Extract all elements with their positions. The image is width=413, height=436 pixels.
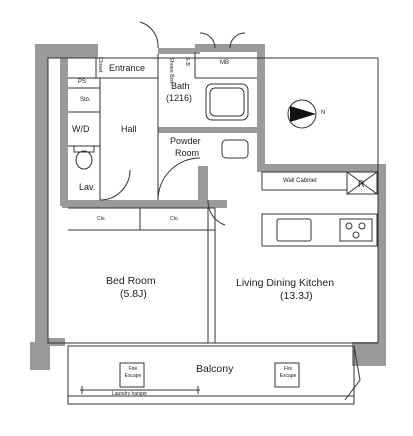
lav-label: Lav. bbox=[79, 182, 96, 192]
fire-escape-label-1a: Fire bbox=[128, 366, 138, 372]
shoes-box-label: Shoes Box bbox=[168, 57, 175, 84]
fire-escape-label-1b: Escape bbox=[124, 373, 142, 379]
powder-room-label-1: Powder bbox=[170, 136, 201, 146]
ldk-size: (13.3J) bbox=[280, 290, 313, 302]
closet-label-2: Clo. bbox=[170, 216, 179, 222]
mb-label: MB bbox=[220, 60, 229, 66]
closet-label-1: Clo. bbox=[97, 216, 106, 222]
fire-escape-label-2b: Escape bbox=[279, 373, 297, 379]
interior-lines bbox=[47, 21, 379, 405]
wall-cabinet-label: Wall Cabinet bbox=[283, 178, 317, 184]
wd-label: W/D bbox=[72, 124, 90, 134]
compass-north-label: N bbox=[321, 110, 326, 116]
r-label: R bbox=[358, 179, 365, 189]
laundry-hanger-label: Laundry hanger bbox=[112, 391, 148, 397]
entrance-label: Entrance bbox=[109, 63, 146, 73]
ps-label: PS bbox=[78, 79, 87, 85]
bath-label: Bath bbox=[171, 81, 190, 91]
ldk-label: Living Dining Kitchen bbox=[236, 277, 335, 289]
balcony-label: Balcony bbox=[196, 363, 234, 375]
bath-size: (1216) bbox=[166, 93, 193, 103]
bed-room-label: Bed Room bbox=[106, 275, 156, 287]
bed-room-size: (5.8J) bbox=[120, 288, 147, 300]
powder-room-label-2: Room bbox=[175, 148, 200, 158]
hall-label: Hall bbox=[121, 124, 137, 134]
sto-label: Sto. bbox=[80, 97, 91, 103]
closet-label: Closet bbox=[97, 57, 104, 73]
compass-arrow bbox=[290, 106, 316, 122]
sb-label: S.B bbox=[184, 57, 191, 66]
fire-escape-label-2a: Fire bbox=[283, 366, 293, 372]
